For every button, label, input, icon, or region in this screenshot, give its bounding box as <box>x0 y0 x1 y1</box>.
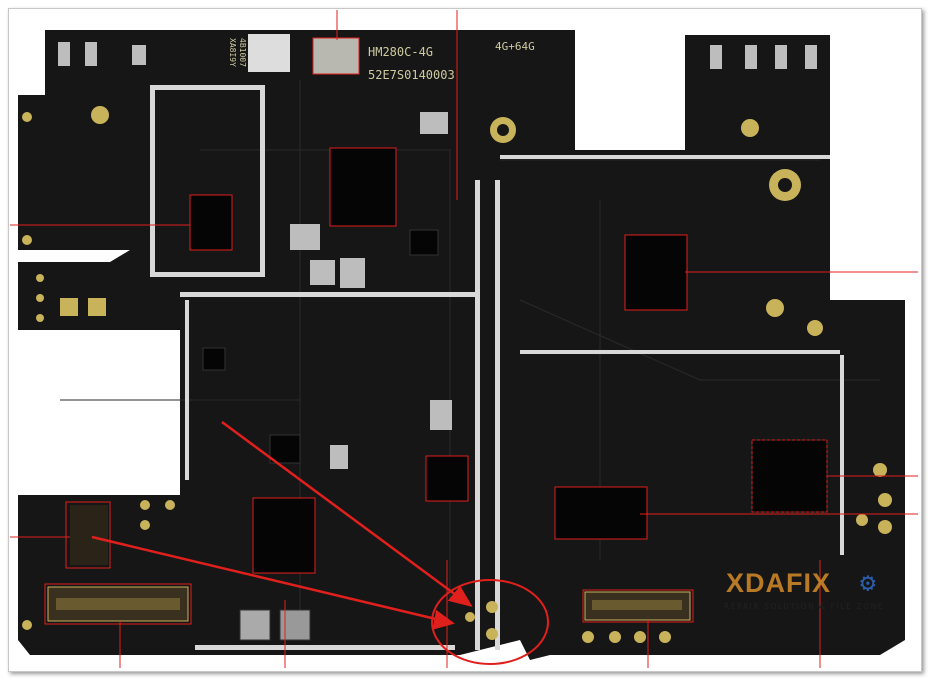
arrow-line <box>221 420 461 600</box>
highlight-circle <box>431 579 549 665</box>
top-components <box>58 34 817 469</box>
highlight-box <box>44 583 192 625</box>
highlight-box <box>624 234 688 311</box>
highlight-box <box>329 147 397 227</box>
highlight-box <box>189 194 233 251</box>
highlight-box <box>65 501 111 569</box>
shield-frames <box>150 85 844 650</box>
gear-icon: ⚙ <box>860 568 876 598</box>
highlight-box <box>554 486 648 540</box>
highlight-box <box>252 497 316 574</box>
memory-label: 4G+64G <box>495 40 535 53</box>
arrow-head <box>447 585 473 607</box>
connectors <box>47 505 691 622</box>
highlight-box <box>582 589 694 623</box>
arrow-head <box>432 609 455 630</box>
highlight-box <box>425 455 469 502</box>
watermark-logo: XDAFIX ⚙ REPAIR SOLUTION & FILE ZONE <box>700 550 890 625</box>
arrows <box>91 420 473 630</box>
highlight-box <box>312 37 360 75</box>
serial-label: 52E7S0140003 <box>368 68 455 82</box>
highlight-box <box>751 439 828 513</box>
code-label-1: XA8I9Y <box>228 38 237 67</box>
arrow-line <box>91 535 441 622</box>
silkscreen-labels: HM280C-4G 52E7S0140003 4G+64G XA8I9Y 4B1… <box>228 38 535 82</box>
watermark-tagline: REPAIR SOLUTION & FILE ZONE <box>724 602 885 611</box>
model-label: HM280C-4G <box>368 45 433 59</box>
code-label-2: 4B1007 <box>238 38 247 67</box>
pcb-board <box>18 30 905 660</box>
gold-pads <box>22 106 892 643</box>
watermark-brand: XDAFIX <box>726 568 832 598</box>
annotations <box>10 10 918 668</box>
